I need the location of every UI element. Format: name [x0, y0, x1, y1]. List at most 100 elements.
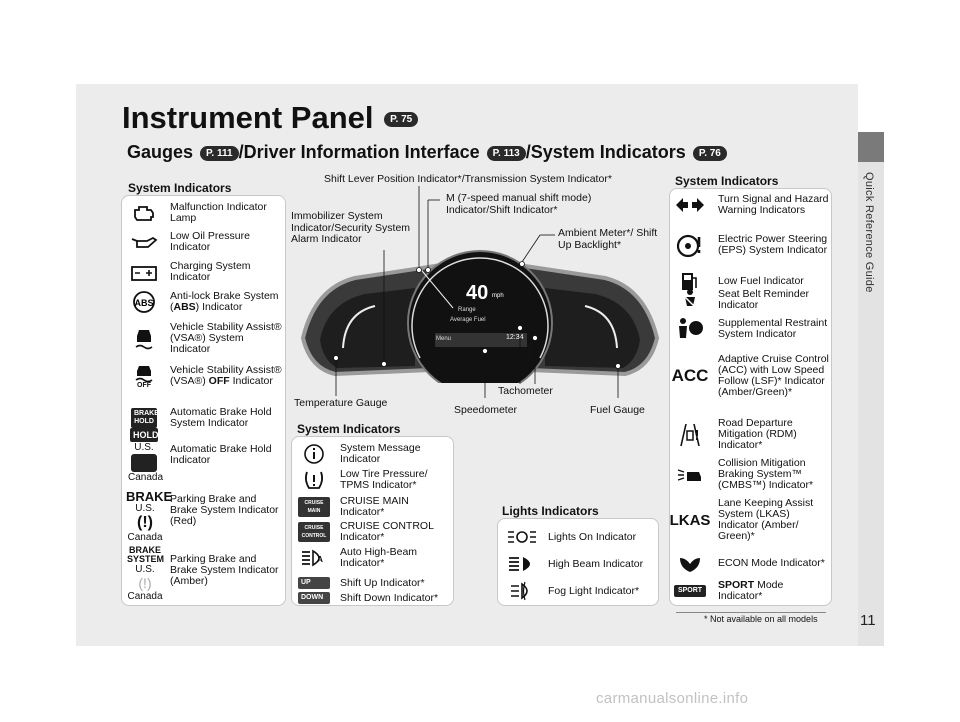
cluster-speed-unit: mph [492, 293, 504, 299]
brake-red-icon-group: BRAKE U.S. (!) Canada [126, 489, 173, 543]
list-item: Vehicle Stability Assist® (VSA®) System … [128, 322, 284, 355]
cluster-menu-label: Menu [436, 336, 452, 342]
item-label: Collision Mitigation Braking System™ (CM… [718, 457, 814, 491]
side-tab [858, 132, 884, 646]
mid-box-header: System Indicators [297, 422, 401, 436]
list-item: Fog Light Indicator* [506, 578, 656, 604]
side-label: Quick Reference Guide [863, 172, 875, 293]
item-label: Turn Signal and Hazard Warning Indicator… [718, 193, 829, 216]
list-item: SPORT SPORT Mode Indicator* [674, 578, 830, 604]
abs-icon: ABS [128, 289, 160, 315]
list-item: Seat Belt Reminder Indicator [674, 287, 830, 313]
list-item: Malfunction Indicator Lamp [128, 200, 284, 226]
callout-m-mode: M (7-speed manual shift mode) Indicator/… [446, 192, 592, 216]
subtitle-ref-system[interactable]: P. 76 [692, 145, 727, 161]
subtitle-system: /System Indicators [525, 142, 686, 162]
list-item: Supplemental Restraint System Indicator [674, 316, 830, 342]
rdm-icon [674, 422, 706, 448]
callout-fuel-gauge: Fuel Gauge [590, 404, 645, 416]
item-label: Malfunction Indicator Lamp [170, 201, 267, 224]
lights-on-icon [506, 524, 538, 550]
tpms-icon [298, 467, 330, 493]
cruise-control-icon: CRUISE CONTROL [298, 519, 330, 545]
footnote-divider [676, 612, 826, 613]
callout-temperature-gauge: Temperature Gauge [294, 397, 388, 409]
turn-signal-icon [674, 192, 706, 218]
info-icon [298, 441, 330, 467]
cluster-speed-readout: 40 [466, 282, 489, 304]
left-box-header: System Indicators [128, 181, 232, 195]
fuel-pump-icon [674, 268, 706, 294]
item-label: Parking Brake and Brake System Indicator… [170, 493, 279, 527]
us-label: U.S. [135, 503, 155, 514]
item-label: Seat Belt Reminder Indicator [718, 288, 810, 311]
callout-speedometer: Speedometer [454, 404, 518, 416]
item-label: CRUISE MAIN Indicator* [340, 495, 409, 518]
list-item: UP Shift Up Indicator* [298, 570, 448, 596]
list-item: Low Tire Pressure/ TPMS Indicator* [298, 467, 448, 493]
battery-icon [128, 259, 160, 285]
item-label: Anti-lock Brake System (ABS) Indicator [170, 290, 279, 313]
item-label: Road Departure Mitigation (RDM) Indicato… [718, 417, 797, 451]
list-item: A Auto High-Beam Indicator* [298, 545, 448, 571]
callout-ambient-meter: Ambient Meter*/ Shift Up Backlight* [558, 227, 658, 251]
item-label: Vehicle Stability Assist® (VSA®) OFF Ind… [170, 364, 282, 387]
list-item: ABS Anti-lock Brake System (ABS) Indicat… [128, 289, 284, 315]
subtitle-ref-gauges[interactable]: P. 111 [200, 145, 239, 161]
brake-hold-icon: BRAKE HOLD [128, 405, 160, 431]
item-label: CRUISE CONTROL Indicator* [340, 520, 434, 543]
item-label: Charging System Indicator [170, 260, 251, 283]
high-beam-icon [506, 551, 538, 577]
seat-belt-icon [674, 287, 706, 313]
hold-icon-group: HOLD U.S. Canada [128, 428, 164, 483]
subtitle-gauges: Gauges [127, 142, 194, 162]
title-page-ref[interactable]: P. 75 [384, 112, 419, 128]
canada-label: Canada [128, 472, 164, 483]
brake-amber-circle-icon: (!) [138, 575, 152, 591]
subtitle-dii: /Driver Information Interface [238, 142, 480, 162]
list-item: Low Oil Pressure Indicator [128, 229, 284, 255]
list-item: LKAS Lane Keeping Assist System (LKAS) I… [670, 497, 830, 542]
item-label: Lane Keeping Assist System (LKAS) Indica… [718, 497, 814, 542]
left-indicator-box [121, 195, 286, 606]
item-label: Low Fuel Indicator [718, 274, 804, 287]
subtitle-ref-dii[interactable]: P. 113 [486, 145, 526, 161]
item-label: Lights On Indicator [548, 530, 637, 543]
svg-text:A: A [317, 555, 323, 564]
item-label: Parking Brake and Brake System Indicator… [170, 553, 279, 587]
footnote: * Not available on all models [704, 614, 818, 624]
list-item: OFF Vehicle Stability Assist® (VSA®) OFF… [128, 363, 284, 389]
list-item: Lights On Indicator [506, 524, 656, 550]
brake-text-icon: BRAKE [126, 489, 173, 504]
item-label: Shift Up Indicator* [340, 576, 425, 589]
item-label: Auto High-Beam Indicator* [340, 546, 418, 569]
cluster-clock: 12:34 [506, 334, 524, 341]
item-label: Automatic Brake Hold Indicator [170, 443, 272, 466]
item-label: SPORT Mode Indicator* [718, 579, 784, 602]
us-label: U.S. [134, 442, 154, 453]
cmbs-icon [674, 462, 706, 488]
sport-mode-icon: SPORT [674, 578, 706, 604]
item-label: Supplemental Restraint System Indicator [718, 317, 828, 340]
oil-can-icon [128, 229, 160, 255]
list-item: Turn Signal and Hazard Warning Indicator… [674, 192, 830, 218]
engine-icon [128, 200, 160, 226]
callout-tachometer: Tachometer [498, 385, 553, 397]
item-label: Fog Light Indicator* [548, 584, 640, 597]
list-item: Collision Mitigation Braking System™ (CM… [674, 458, 830, 491]
lights-box-header: Lights Indicators [502, 504, 599, 518]
cluster-range-label: Range [458, 307, 476, 313]
hold-icon: HOLD [130, 428, 159, 442]
list-item: CRUISE MAIN CRUISE MAIN Indicator* [298, 494, 448, 520]
hold-canada-icon [131, 454, 157, 472]
item-label: Low Oil Pressure Indicator [170, 230, 250, 253]
item-label: Electric Power Steering (EPS) System Ind… [718, 233, 828, 256]
right-indicator-box [669, 188, 832, 606]
brake-amber-icon-group: BRAKE SYSTEM U.S. (!) Canada [124, 546, 166, 603]
list-item: Electric Power Steering (EPS) System Ind… [674, 232, 830, 258]
vsa-off-icon: OFF [128, 363, 160, 389]
auto-high-beam-icon: A [298, 545, 330, 571]
list-item: BRAKE HOLD Automatic Brake Hold System I… [128, 405, 284, 431]
canada-label: Canada [127, 591, 163, 602]
